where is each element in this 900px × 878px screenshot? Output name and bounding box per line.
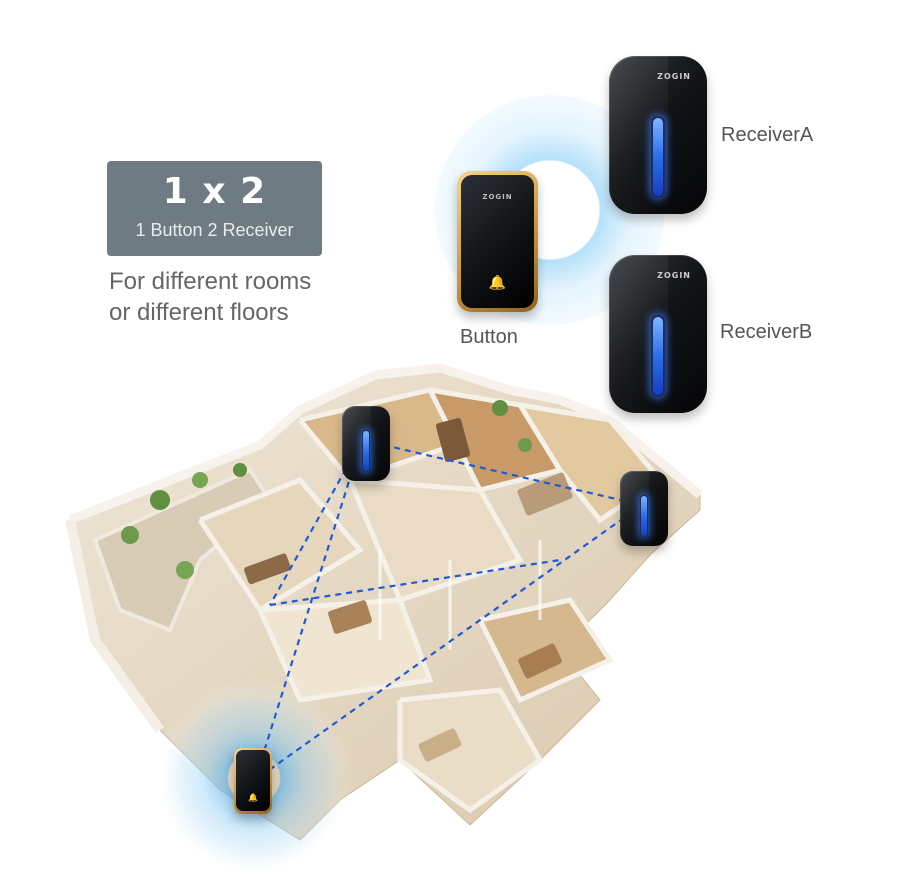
doorbell-button: ZOGIN 🔔 [457,171,538,312]
doorbell-button-on-plan: 🔔 [234,748,272,814]
receiver-on-plan-2 [620,471,668,546]
receiver-a: ZOGIN [609,56,707,214]
description-line-1: For different rooms [109,268,312,295]
configuration-badge: 1 x 2 1 Button 2 Receiver [107,161,322,256]
description: For different rooms or different floors [109,266,369,328]
receiver-b-label: ReceiverB [720,321,813,343]
led-indicator [651,315,665,397]
signal-lines [253,438,643,781]
receiver-on-plan-1 [342,406,390,481]
badge-ratio: 1 x 2 [162,171,267,212]
bell-icon: 🔔 [488,275,507,291]
receiver-a-label: ReceiverA [721,124,814,146]
receiver-b: ZOGIN [609,255,707,413]
description-line-2: or different floors [109,299,289,326]
led-indicator [651,116,665,198]
brand-logo: ZOGIN [657,271,691,280]
bell-icon: 🔔 [248,793,258,802]
led-indicator [640,495,648,537]
led-indicator [362,430,370,472]
brand-logo: ZOGIN [482,193,513,201]
brand-logo: ZOGIN [657,72,691,81]
badge-subtitle: 1 Button 2 Receiver [135,220,294,240]
button-label: Button [460,326,518,348]
